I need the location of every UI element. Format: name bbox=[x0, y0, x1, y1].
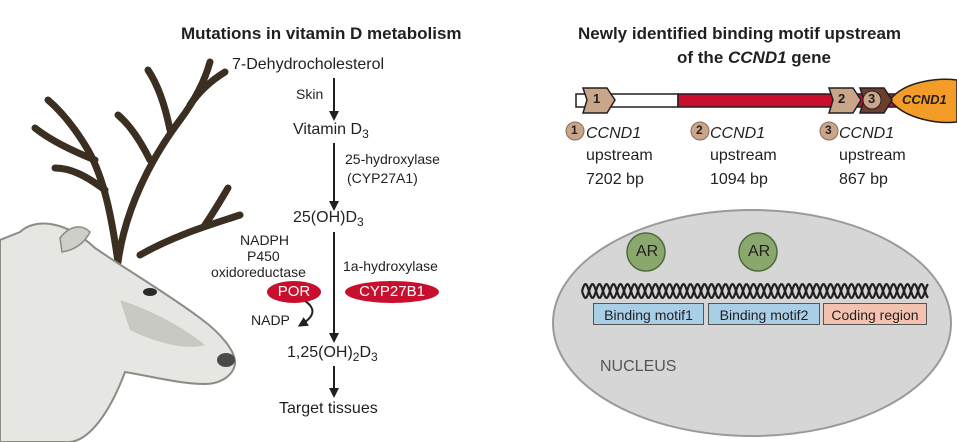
target-tissues: Target tissues bbox=[279, 400, 378, 418]
left-title: Mutations in vitamin D metabolism bbox=[181, 24, 462, 44]
nadp-label: NADP bbox=[251, 312, 290, 328]
25ohd-text: 25(OH)D bbox=[293, 209, 357, 226]
binding-motif-1: Binding motif1 bbox=[593, 303, 704, 325]
legend-1-bp: 7202 bp bbox=[586, 171, 644, 189]
legend-2-upstream: upstream bbox=[710, 147, 777, 165]
legend-2-number: 2 bbox=[696, 123, 703, 137]
legend-1-number: 1 bbox=[571, 123, 578, 137]
legend-1-gene: CCND1 bbox=[586, 125, 641, 143]
ccnd1-gene-label: CCND1 bbox=[902, 92, 947, 107]
title-pre: of the bbox=[677, 48, 728, 67]
nadph-label: NADPH bbox=[240, 232, 289, 248]
marker-1-label: 1 bbox=[593, 91, 600, 106]
125oh-d-text: D bbox=[359, 344, 371, 361]
binding-motif-2: Binding motif2 bbox=[708, 303, 820, 325]
oxidoreductase-label: oxidoreductase bbox=[211, 264, 306, 280]
gene-map bbox=[576, 79, 957, 122]
skin-label: Skin bbox=[296, 86, 323, 102]
legend-1-gene-text: CCND1 bbox=[586, 125, 641, 142]
legend-1-upstream: upstream bbox=[586, 147, 653, 165]
step-7-dehydrocholesterol: 7-Dehydrocholesterol bbox=[232, 56, 384, 74]
legend-3-bp: 867 bp bbox=[839, 171, 888, 189]
step-vitamin-d3: Vitamin D3 bbox=[293, 121, 369, 141]
legend-3-gene: CCND1 bbox=[839, 125, 894, 143]
marker-2-label: 2 bbox=[838, 91, 845, 106]
vitamin-d-text: Vitamin D bbox=[293, 121, 362, 138]
125oh-text: 1,25(OH) bbox=[287, 344, 353, 361]
coding-region: Coding region bbox=[823, 303, 927, 325]
125oh-subscript-3: 3 bbox=[371, 350, 378, 364]
step-25ohd3: 25(OH)D3 bbox=[293, 209, 364, 229]
right-title-line2: of the CCND1 gene bbox=[677, 48, 831, 68]
reindeer-illustration bbox=[0, 62, 240, 442]
vitamin-d-subscript: 3 bbox=[362, 127, 369, 141]
legend-3-gene-text: CCND1 bbox=[839, 125, 894, 142]
por-badge: POR bbox=[267, 281, 321, 303]
title-gene: CCND1 bbox=[728, 48, 787, 67]
1a-hydroxylase-label: 1a-hydroxylase bbox=[343, 258, 438, 274]
legend-3-upstream: upstream bbox=[839, 147, 906, 165]
marker-3-label: 3 bbox=[868, 91, 875, 106]
step-125oh2d3: 1,25(OH)2D3 bbox=[287, 344, 378, 364]
legend-2-bp: 1094 bp bbox=[710, 171, 768, 189]
25ohd-subscript: 3 bbox=[357, 215, 364, 229]
legend-2-gene: CCND1 bbox=[710, 125, 765, 143]
right-title-line1: Newly identified binding motif upstream bbox=[578, 24, 901, 44]
cyp27b1-badge: CYP27B1 bbox=[345, 281, 439, 303]
ar-label-1: AR bbox=[636, 243, 658, 261]
p450-label: P450 bbox=[247, 248, 280, 264]
legend-2-gene-text: CCND1 bbox=[710, 125, 765, 142]
cyp27a1-label: (CYP27A1) bbox=[347, 170, 418, 186]
title-post: gene bbox=[787, 48, 831, 67]
legend-3-number: 3 bbox=[825, 123, 832, 137]
nucleus-label: NUCLEUS bbox=[600, 358, 676, 376]
hydroxylase-25-label: 25-hydroxylase bbox=[345, 151, 440, 167]
ar-label-2: AR bbox=[748, 243, 770, 261]
